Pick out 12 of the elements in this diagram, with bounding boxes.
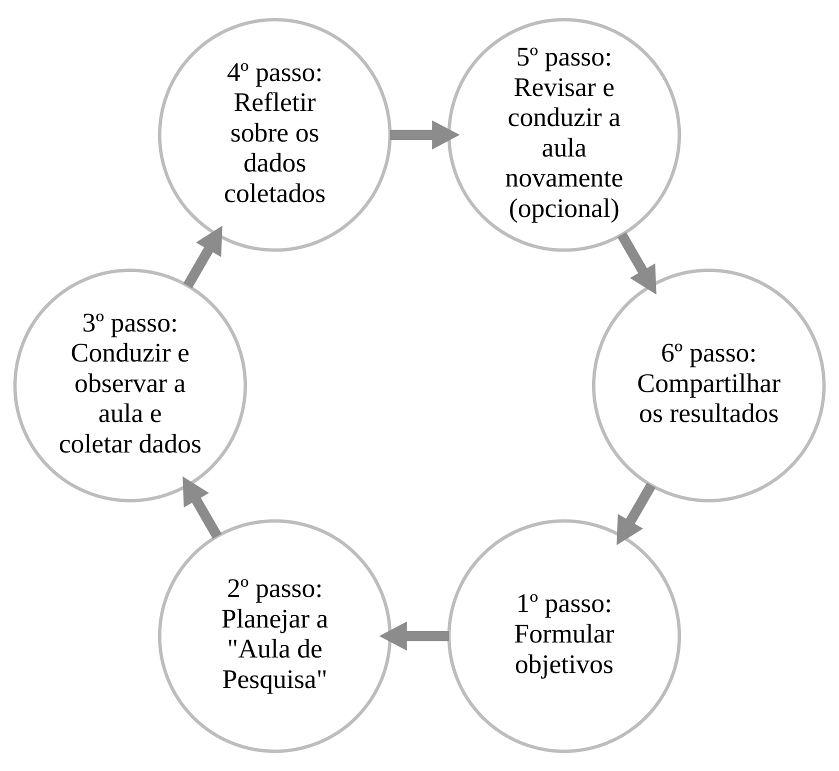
arrow [379,622,449,651]
node-circle: 1º passo: Formular objetivos [447,519,682,753]
arrow [616,482,656,546]
arrow [182,476,222,539]
arrow [183,226,222,288]
node-circle: 6º passo: Compartilhar os resultados [592,268,826,502]
node-circle: 5º passo: Revisar e conduzir a aula novamente (opcional) [447,18,682,252]
arrow [390,120,460,150]
node-circle: 2º passo: Planejar a "Aula de Pesquisa" [158,519,392,753]
node-circle: 4º passo: Refletir sobre os dados coletados [158,18,392,252]
node-circle: 3º passo: Conduzir e observar a aula e coletar dados [13,268,248,502]
arrow [617,232,656,295]
